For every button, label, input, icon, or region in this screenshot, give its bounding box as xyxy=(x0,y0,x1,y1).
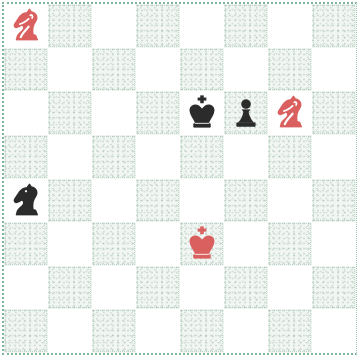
square-e4[interactable] xyxy=(180,179,224,223)
chess-board xyxy=(4,4,356,353)
black-pawn-icon[interactable] xyxy=(224,91,268,135)
square-g7[interactable] xyxy=(268,48,312,92)
square-c5[interactable] xyxy=(92,135,136,179)
square-b7[interactable] xyxy=(48,48,92,92)
square-b8[interactable] xyxy=(48,4,92,48)
square-e7[interactable] xyxy=(180,48,224,92)
square-h4[interactable] xyxy=(312,179,356,223)
square-b4[interactable] xyxy=(48,179,92,223)
red-knight-icon[interactable] xyxy=(268,91,312,135)
square-a3[interactable] xyxy=(4,222,48,266)
square-g3[interactable] xyxy=(268,222,312,266)
square-d6[interactable] xyxy=(136,91,180,135)
square-c6[interactable] xyxy=(92,91,136,135)
square-h5[interactable] xyxy=(312,135,356,179)
red-knight-icon[interactable] xyxy=(4,4,48,48)
square-h3[interactable] xyxy=(312,222,356,266)
square-e8[interactable] xyxy=(180,4,224,48)
red-knight[interactable] xyxy=(268,91,312,135)
square-a4[interactable] xyxy=(4,179,48,223)
square-d7[interactable] xyxy=(136,48,180,92)
square-d1[interactable] xyxy=(136,309,180,353)
square-h7[interactable] xyxy=(312,48,356,92)
square-b2[interactable] xyxy=(48,266,92,310)
square-e5[interactable] xyxy=(180,135,224,179)
square-d4[interactable] xyxy=(136,179,180,223)
square-c2[interactable] xyxy=(92,266,136,310)
square-d8[interactable] xyxy=(136,4,180,48)
square-c3[interactable] xyxy=(92,222,136,266)
square-c7[interactable] xyxy=(92,48,136,92)
square-b6[interactable] xyxy=(48,91,92,135)
square-g6[interactable] xyxy=(268,91,312,135)
square-f8[interactable] xyxy=(224,4,268,48)
square-g5[interactable] xyxy=(268,135,312,179)
square-g8[interactable] xyxy=(268,4,312,48)
square-d2[interactable] xyxy=(136,266,180,310)
square-c4[interactable] xyxy=(92,179,136,223)
square-f2[interactable] xyxy=(224,266,268,310)
square-e3[interactable] xyxy=(180,222,224,266)
square-e6[interactable] xyxy=(180,91,224,135)
square-h1[interactable] xyxy=(312,309,356,353)
square-a2[interactable] xyxy=(4,266,48,310)
square-f6[interactable] xyxy=(224,91,268,135)
square-b1[interactable] xyxy=(48,309,92,353)
square-h8[interactable] xyxy=(312,4,356,48)
square-b3[interactable] xyxy=(48,222,92,266)
black-king-icon[interactable] xyxy=(180,91,224,135)
square-b5[interactable] xyxy=(48,135,92,179)
red-king[interactable] xyxy=(180,222,224,266)
square-h2[interactable] xyxy=(312,266,356,310)
chess-board-frame xyxy=(2,2,357,355)
square-g2[interactable] xyxy=(268,266,312,310)
square-g4[interactable] xyxy=(268,179,312,223)
square-c8[interactable] xyxy=(92,4,136,48)
black-knight-icon[interactable] xyxy=(4,179,48,223)
square-d3[interactable] xyxy=(136,222,180,266)
black-king[interactable] xyxy=(180,91,224,135)
square-f5[interactable] xyxy=(224,135,268,179)
square-f3[interactable] xyxy=(224,222,268,266)
square-c1[interactable] xyxy=(92,309,136,353)
red-king-icon[interactable] xyxy=(180,222,224,266)
square-h6[interactable] xyxy=(312,91,356,135)
square-d5[interactable] xyxy=(136,135,180,179)
square-f1[interactable] xyxy=(224,309,268,353)
square-f4[interactable] xyxy=(224,179,268,223)
square-a1[interactable] xyxy=(4,309,48,353)
square-a7[interactable] xyxy=(4,48,48,92)
square-f7[interactable] xyxy=(224,48,268,92)
square-a6[interactable] xyxy=(4,91,48,135)
square-e2[interactable] xyxy=(180,266,224,310)
square-g1[interactable] xyxy=(268,309,312,353)
red-knight[interactable] xyxy=(4,4,48,48)
black-knight[interactable] xyxy=(4,179,48,223)
black-pawn[interactable] xyxy=(224,91,268,135)
square-a8[interactable] xyxy=(4,4,48,48)
square-e1[interactable] xyxy=(180,309,224,353)
square-a5[interactable] xyxy=(4,135,48,179)
